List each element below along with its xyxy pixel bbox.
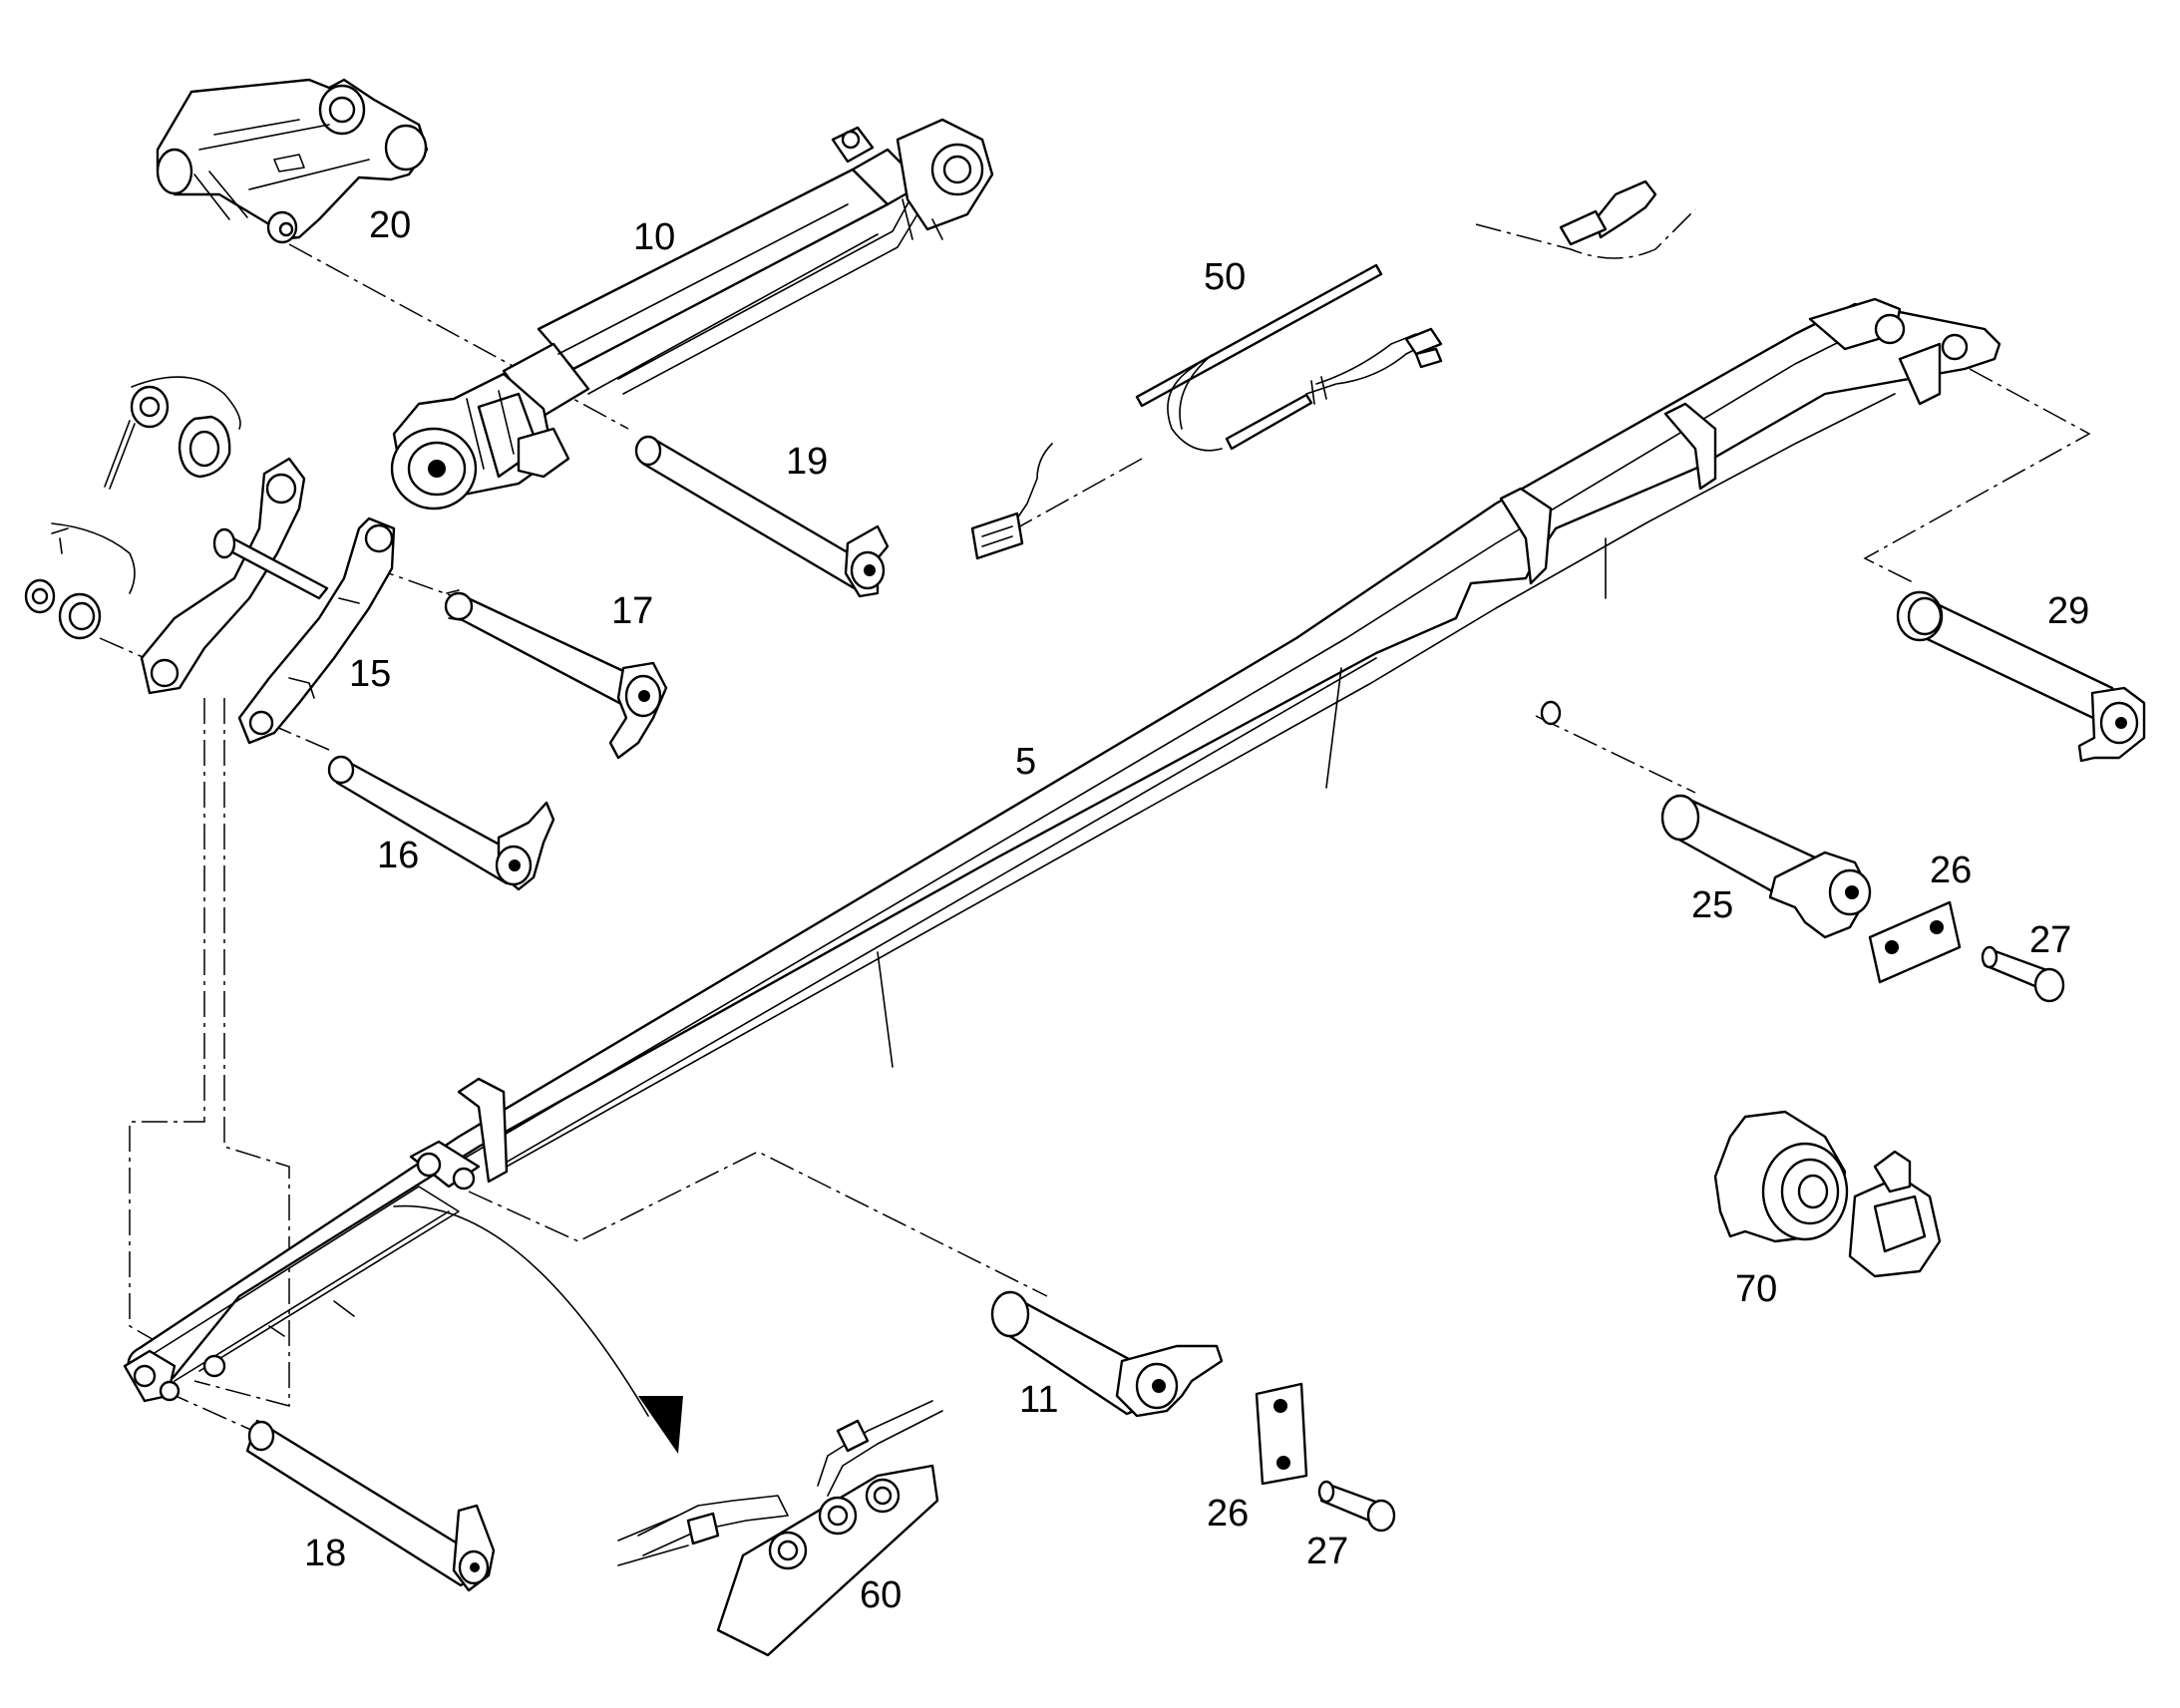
pin-19-part [634, 435, 890, 598]
hose-block-part [393, 1204, 943, 1657]
callout-25: 25 [1691, 884, 1733, 926]
callout-16: 16 [377, 835, 419, 876]
callout-29: 29 [2047, 590, 2089, 632]
link-part [140, 457, 396, 745]
callout-15: 15 [349, 653, 391, 695]
callout-10: 10 [633, 216, 675, 258]
bucket-link-part [156, 78, 429, 244]
pin-16-part [327, 755, 555, 891]
callout-5: 5 [1015, 741, 1036, 783]
callout-18: 18 [304, 1533, 346, 1574]
harness-part [970, 179, 1657, 560]
sensor-part [1713, 1110, 1942, 1278]
callout-26-bottom: 26 [1207, 1493, 1249, 1535]
pin-11-part [990, 1290, 1224, 1418]
hydraulic-cylinder-part [390, 118, 994, 511]
callout-50: 50 [1204, 256, 1246, 298]
callout-27-bottom: 27 [1306, 1531, 1348, 1572]
plate-bolt-b-part [1255, 1382, 1396, 1533]
callout-19: 19 [786, 441, 828, 483]
callout-27-top: 27 [2029, 919, 2071, 961]
arm-part [123, 297, 2001, 1403]
pin-25-part [1660, 794, 1872, 939]
callout-17: 17 [611, 590, 653, 632]
hardware-part [24, 376, 241, 640]
pin-18-part [245, 1419, 496, 1592]
pin-29-part [1896, 590, 2146, 763]
callout-20: 20 [369, 204, 411, 246]
pin-17-part [444, 589, 668, 760]
plate-bolt-a-part [1868, 900, 2065, 1003]
callout-60: 60 [860, 1574, 902, 1616]
callout-labels: 5 10 11 15 16 17 18 19 20 25 26 27 26 27… [304, 204, 2089, 1616]
callout-70: 70 [1735, 1268, 1777, 1310]
assembly-lines [99, 208, 2091, 1437]
callout-26-top: 26 [1930, 850, 1972, 891]
callout-11: 11 [1019, 1379, 1058, 1421]
